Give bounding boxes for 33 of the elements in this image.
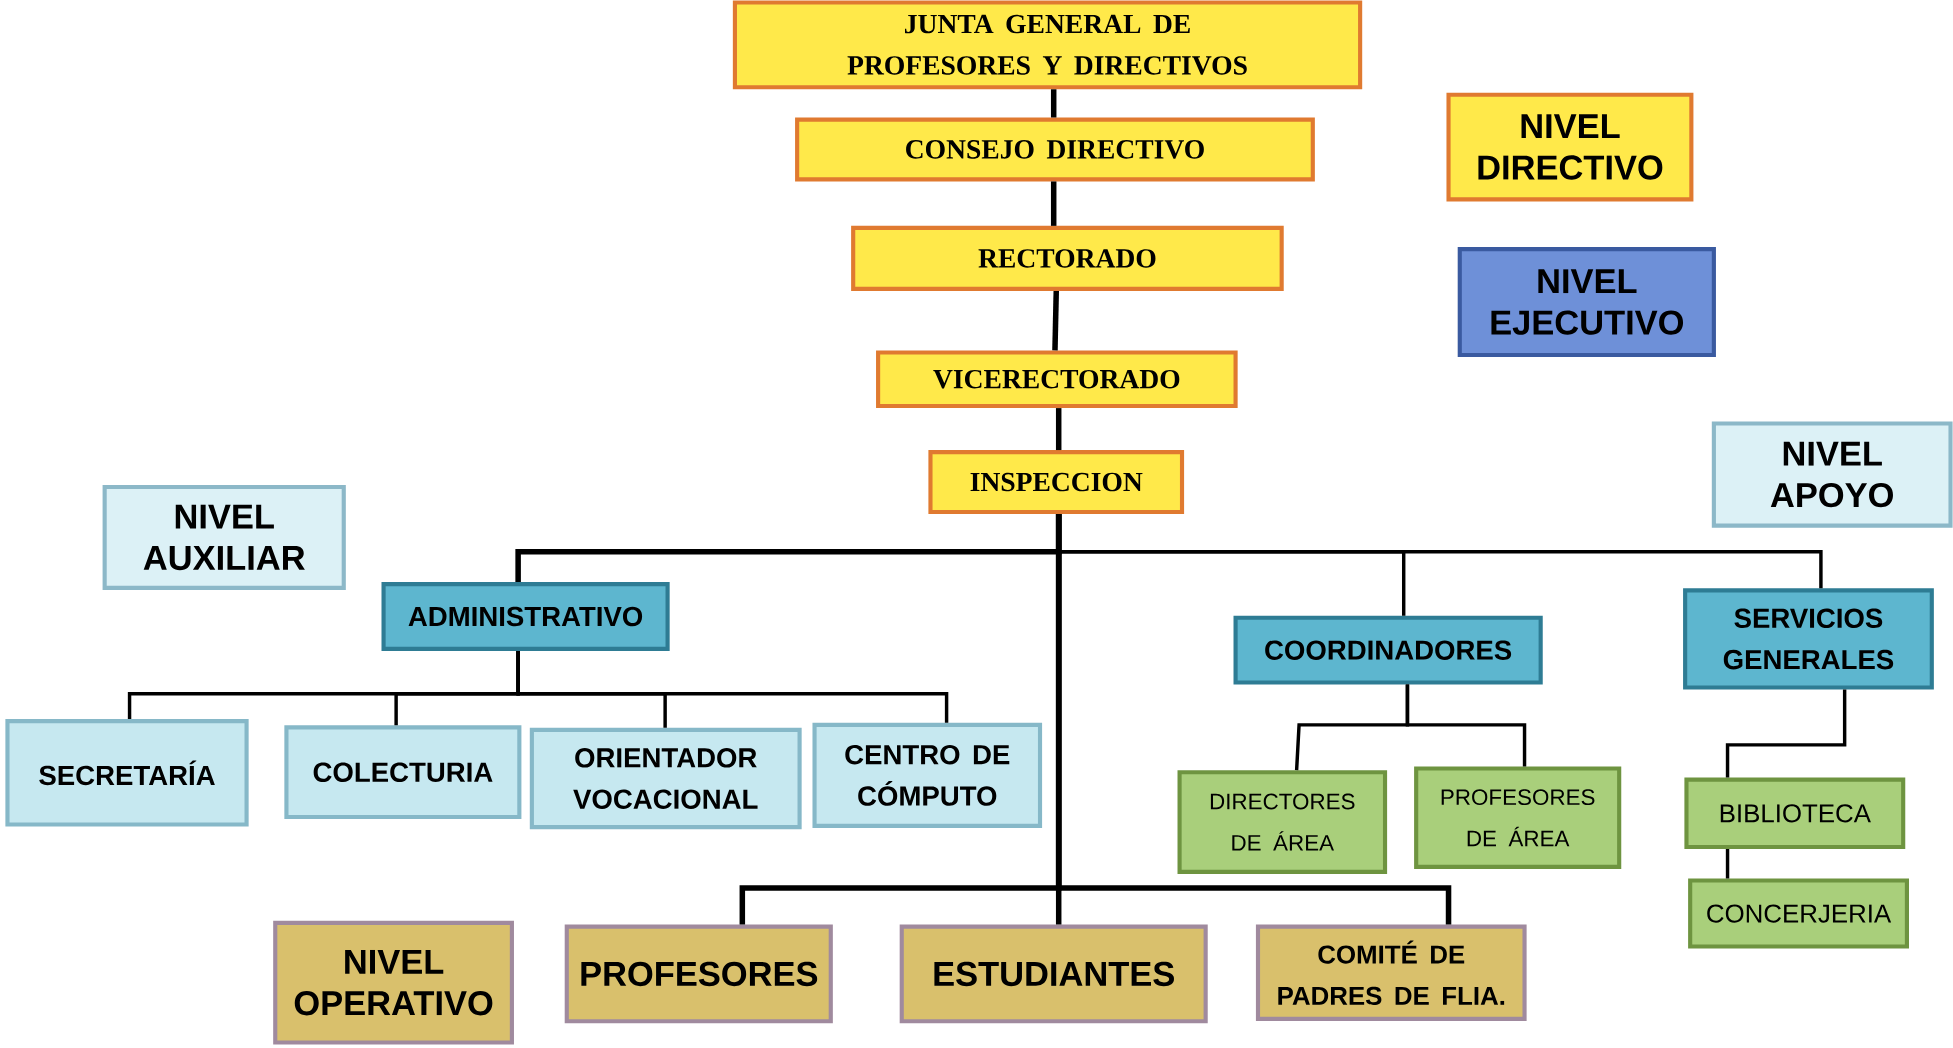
- department-box: ADMINISTRATIVO: [381, 582, 670, 652]
- connector-line: [1050, 89, 1057, 118]
- unit-box: DIRECTORES DE ÁREA: [1177, 770, 1388, 875]
- level-box: NIVEL APOYO: [1711, 421, 1953, 528]
- connector-line: [1050, 181, 1057, 227]
- connector-line: [1055, 514, 1452, 925]
- unit-box: SECRETARÍA: [5, 719, 249, 827]
- connector-line: [516, 651, 949, 724]
- level-box: NIVEL DIRECTIVO: [1446, 92, 1694, 202]
- connector-line: [1055, 408, 1062, 451]
- department-box: COORDINADORES: [1233, 615, 1543, 685]
- unit-box: CENTRO DE CÓMPUTO: [812, 723, 1043, 829]
- connector-line: [1405, 684, 1527, 767]
- connector-line: [1052, 291, 1059, 351]
- unit-box: PROFESORES: [564, 924, 833, 1024]
- connector-line: [1725, 849, 1730, 879]
- unit-box: ESTUDIANTES: [899, 924, 1208, 1024]
- unit-box: ORIENTADOR VOCACIONAL: [529, 728, 802, 830]
- unit-box: COMITÉ DE PADRES DE FLIA.: [1255, 924, 1527, 1022]
- level-box: NIVEL AUXILIAR: [102, 485, 346, 591]
- unit-box: BIBLIOTECA: [1684, 777, 1906, 850]
- level-box: CONSEJO DIRECTIVO: [795, 117, 1315, 182]
- level-box: NIVEL EJECUTIVO: [1457, 247, 1716, 358]
- unit-box: COLECTURIA: [284, 725, 522, 820]
- level-box: RECTORADO: [851, 226, 1284, 292]
- level-box: INSPECCION: [928, 450, 1185, 515]
- unit-box: CONCERJERIA: [1688, 878, 1909, 949]
- department-box: SERVICIOS GENERALES: [1683, 588, 1934, 690]
- level-box: JUNTA GENERAL DE PROFESORES Y DIRECTIVOS: [732, 0, 1363, 90]
- level-box: VICERECTORADO: [876, 350, 1238, 409]
- unit-box: NIVEL OPERATIVO: [273, 921, 514, 1045]
- unit-box: PROFESORES DE ÁREA: [1414, 766, 1622, 870]
- connector-line: [1725, 689, 1847, 778]
